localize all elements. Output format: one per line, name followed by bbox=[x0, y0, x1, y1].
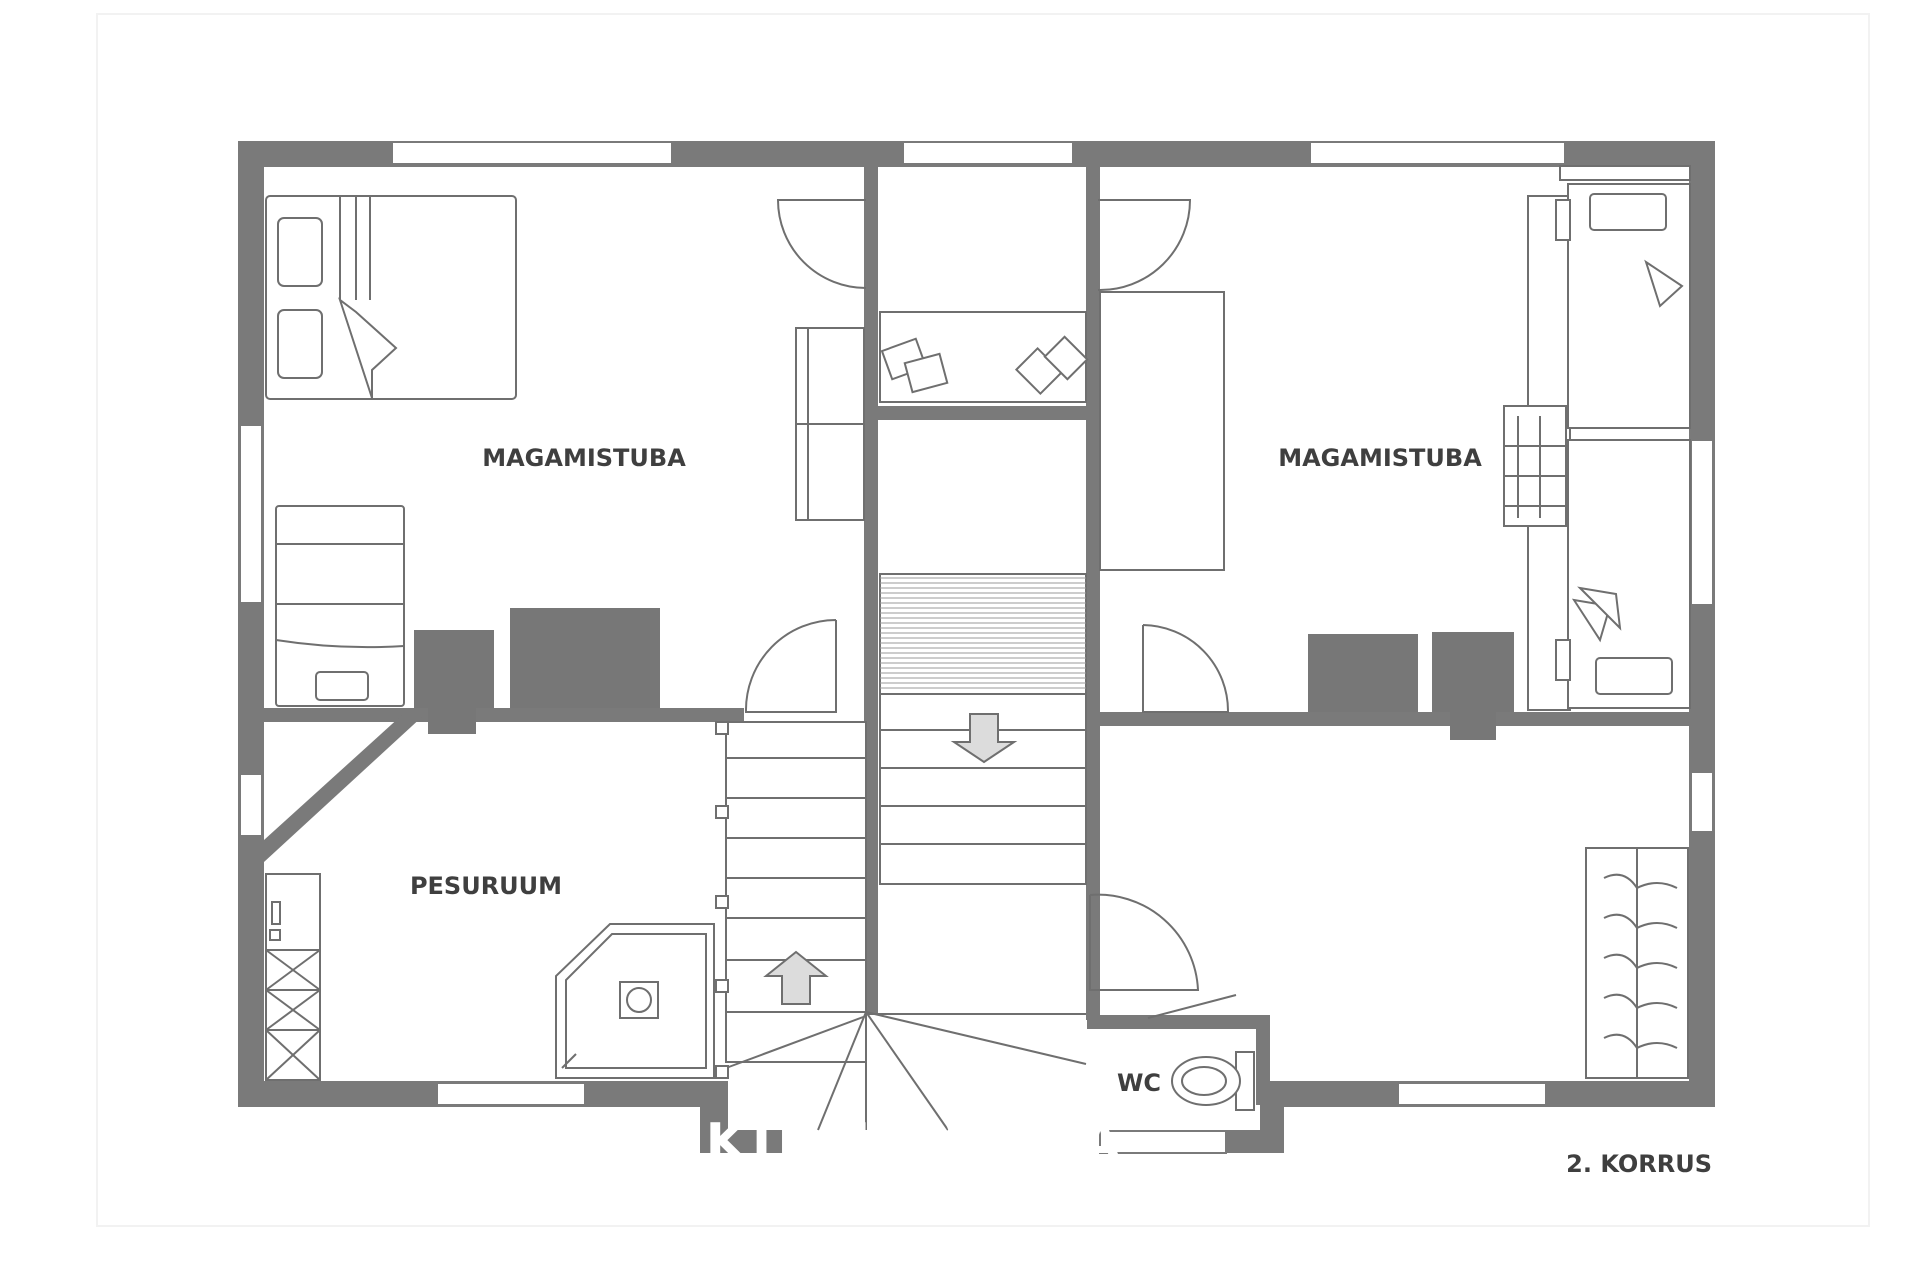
watermark: KINNISVARA bbox=[706, 1113, 1127, 1173]
cabinet-right-2-base bbox=[1450, 712, 1496, 740]
stairs-upper bbox=[879, 573, 1087, 885]
room-label-wc: WC bbox=[1117, 1069, 1161, 1097]
desk-left bbox=[795, 327, 865, 521]
floor-label: 2. KORRUS bbox=[1566, 1150, 1712, 1178]
cabinet-left-1-base bbox=[428, 708, 476, 734]
cabinet-right-2 bbox=[1432, 632, 1514, 712]
cabinet-right-1 bbox=[1308, 634, 1418, 712]
cabinet-left-1 bbox=[414, 630, 494, 708]
room-label-bedroom-right: MAGAMISTUBA bbox=[1278, 444, 1482, 472]
hall-bench bbox=[879, 311, 1089, 403]
shower bbox=[555, 923, 715, 1079]
doors bbox=[744, 199, 1237, 1019]
interior-walls bbox=[238, 155, 1715, 1020]
stairs-lower bbox=[715, 721, 1087, 1131]
toilet bbox=[1171, 1051, 1255, 1111]
bed-double bbox=[265, 195, 517, 400]
page-frame bbox=[96, 13, 1870, 1227]
room-label-bedroom-left: MAGAMISTUBA bbox=[482, 444, 686, 472]
bunk-bed bbox=[1503, 165, 1691, 711]
windows bbox=[239, 141, 1714, 1154]
desk-right bbox=[1099, 291, 1225, 571]
bed-single-left bbox=[275, 505, 405, 707]
washing-machine bbox=[265, 873, 321, 951]
arrow-down-icon bbox=[950, 713, 1018, 764]
storage-shelf bbox=[265, 949, 321, 1081]
wardrobe bbox=[1585, 847, 1689, 1079]
cabinet-left-2 bbox=[510, 608, 660, 708]
room-label-washroom: PESURUUM bbox=[410, 872, 562, 900]
arrow-up-icon bbox=[763, 950, 829, 1005]
